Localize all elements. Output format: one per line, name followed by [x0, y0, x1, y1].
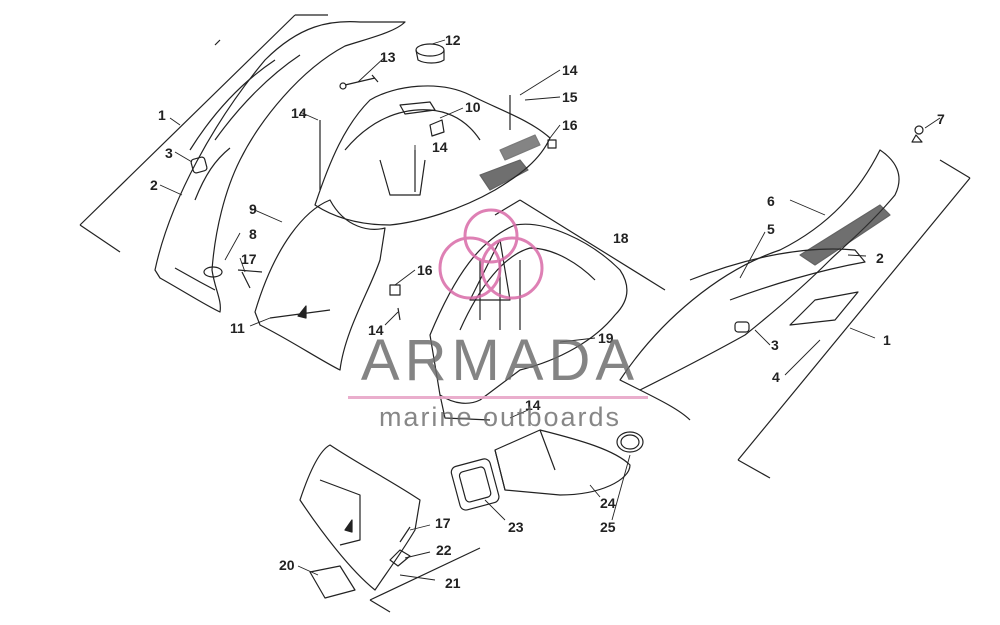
callout-14-b: 14	[291, 105, 307, 121]
callout-22: 22	[436, 542, 452, 558]
callout-1-right: 1	[883, 332, 891, 348]
callout-2-right: 2	[876, 250, 884, 266]
callout-1-left: 1	[158, 107, 166, 123]
callout-13: 13	[380, 49, 396, 65]
callout-21: 21	[445, 575, 461, 591]
part-23-gasket	[450, 458, 500, 511]
callout-6: 6	[767, 193, 775, 209]
callout-19: 19	[598, 330, 614, 346]
part-24-duct	[494, 429, 631, 496]
bracket-right	[737, 159, 971, 479]
watermark-divider	[348, 396, 648, 399]
part-12-cap	[415, 43, 445, 64]
watermark-logo	[438, 208, 544, 300]
callout-18: 18	[613, 230, 629, 246]
callout-14-e: 14	[525, 397, 541, 413]
leader-lines	[159, 39, 941, 581]
callout-24: 24	[600, 495, 616, 511]
callout-8: 8	[249, 226, 257, 242]
callout-11: 11	[230, 320, 245, 336]
left-side-panel	[154, 21, 406, 313]
callout-5: 5	[767, 221, 775, 237]
center-hood	[254, 85, 551, 371]
callout-17-a: 17	[241, 251, 257, 267]
watermark-tagline: marine outboards	[378, 402, 622, 432]
bracket-21	[369, 547, 481, 613]
callout-12: 12	[445, 32, 461, 48]
callout-14-a: 14	[562, 62, 578, 78]
callout-10: 10	[465, 99, 481, 115]
part-8-grommet	[203, 266, 223, 278]
callout-25: 25	[600, 519, 616, 535]
callout-14-c: 14	[432, 139, 448, 155]
lower-intake	[299, 444, 421, 599]
part-3-clip-right	[734, 321, 750, 333]
part-13-bolt	[339, 74, 379, 90]
hardware-bits	[237, 95, 557, 543]
callout-14-d: 14	[368, 322, 384, 338]
bracket-left	[79, 14, 328, 253]
callout-2-left: 2	[150, 177, 158, 193]
callout-labels: 1 2 3 4 5 6 7 8 9 10 11 12 13 14 14 14 1…	[150, 32, 945, 591]
callout-16-b: 16	[417, 262, 433, 278]
callout-23: 23	[508, 519, 524, 535]
callout-16-a: 16	[562, 117, 578, 133]
watermark-brand: ARMADA	[360, 328, 640, 393]
part-3-clip	[190, 156, 208, 174]
callout-7: 7	[937, 111, 945, 127]
right-side-panel	[619, 125, 924, 421]
callout-15: 15	[562, 89, 578, 105]
part-25-clamp	[616, 431, 644, 453]
callout-3-right: 3	[771, 337, 779, 353]
callout-4: 4	[772, 369, 780, 385]
callout-9: 9	[249, 201, 257, 217]
callout-3-left: 3	[165, 145, 173, 161]
callout-17-b: 17	[435, 515, 451, 531]
callout-20: 20	[279, 557, 295, 573]
